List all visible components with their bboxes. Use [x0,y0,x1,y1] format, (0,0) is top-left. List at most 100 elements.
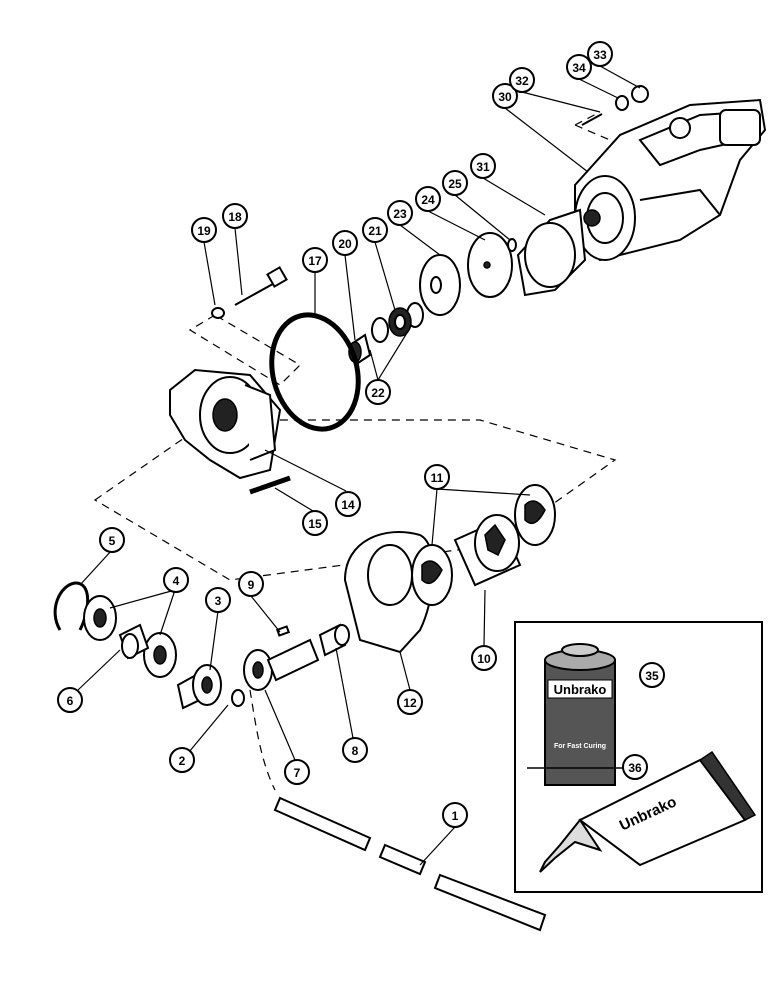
callout-circle [566,54,592,80]
callout-circle [442,802,468,828]
callout-17: 17 [302,247,328,273]
pin [507,238,517,252]
callout-12: 12 [397,689,423,715]
drive-shaft [273,796,547,932]
callout-label: 1 [452,809,459,823]
callout-label: 8 [352,744,359,758]
callout-25: 25 [442,170,468,196]
callout-circle [57,687,83,713]
hydraulic-pump [574,98,767,262]
bolt-washer [211,266,288,319]
can-subtext: For Fast Curing [554,743,606,750]
can-brand-text: Unbrako [554,682,607,697]
rotor [453,514,522,587]
gasket [516,208,587,297]
callout-6: 6 [57,687,83,713]
callout-18: 18 [222,203,248,229]
callout-label: 24 [421,193,435,207]
callout-31: 31 [470,153,496,179]
callout-circle [163,567,189,593]
callout-circle [442,170,468,196]
callout-circle [191,217,217,243]
callout-8: 8 [342,737,368,763]
stud-nut-washer [581,85,649,126]
callout-5: 5 [99,527,125,553]
callout-3: 3 [205,587,231,613]
callout-24: 24 [415,186,441,212]
callout-label: 17 [308,254,322,268]
callout-label: 31 [476,160,490,174]
callout-circle [387,200,413,226]
callout-circle [622,754,648,780]
callout-20: 20 [332,230,358,256]
washers-bearing [348,302,424,367]
callout-36: 36 [622,754,648,780]
callout-circle [365,379,391,405]
callout-circle [509,67,535,93]
callout-9: 9 [238,571,264,597]
callout-label: 7 [294,766,301,780]
callout-circle [238,571,264,597]
callout-label: 23 [393,207,407,221]
callout-group: 1234567891011121415171819202122232425303… [57,41,665,828]
callout-circle [302,247,328,273]
callout-circle [415,186,441,212]
callout-19: 19 [191,217,217,243]
o-ring [269,312,361,432]
drive-gear [176,664,222,710]
callout-23: 23 [387,200,413,226]
callout-circle [99,527,125,553]
callout-circle [342,737,368,763]
callout-circle [424,464,450,490]
callout-label: 33 [593,48,607,62]
bearing-inner [143,632,177,678]
callout-label: 12 [403,696,417,710]
callout-circle [205,587,231,613]
driven-gear [243,638,320,691]
callout-10: 10 [471,645,497,671]
bearing-outer [83,595,117,641]
callout-label: 20 [338,237,352,251]
callout-7: 7 [284,759,310,785]
callout-30: 30 [492,83,518,109]
key [275,625,291,637]
callout-circle [302,510,328,536]
port-plate-front [411,544,453,606]
callout-label: 11 [431,471,444,485]
callout-circle [470,153,496,179]
callout-33: 33 [587,41,613,67]
callout-label: 35 [645,669,659,683]
callout-circle [397,689,423,715]
callout-35: 35 [639,662,665,688]
callout-label: 18 [228,210,242,224]
callout-1: 1 [442,802,468,828]
callout-circle [639,662,665,688]
callout-circle [335,491,361,517]
callout-label: 32 [515,74,529,88]
callout-label: 36 [628,761,642,775]
callout-15: 15 [302,510,328,536]
callout-label: 10 [477,652,491,666]
callout-14: 14 [335,491,361,517]
callout-label: 30 [498,90,512,104]
spray-can: Unbrako For Fast Curing [527,643,633,786]
dashed-outline-pump-mount [574,111,611,141]
callout-label: 19 [197,224,211,238]
callout-circle [222,203,248,229]
callout-label: 22 [371,386,385,400]
callout-circle [471,645,497,671]
callout-label: 5 [109,534,116,548]
callout-label: 4 [173,574,180,588]
pressure-plate [343,531,435,654]
thrust-plate [419,254,461,316]
callout-label: 3 [215,594,222,608]
callout-circle [332,230,358,256]
callout-label: 6 [67,694,74,708]
callout-label: 34 [572,61,586,75]
callout-34: 34 [566,54,592,80]
callout-32: 32 [509,67,535,93]
callout-label: 25 [448,177,462,191]
roll-pin [249,475,291,495]
callout-circle [587,41,613,67]
